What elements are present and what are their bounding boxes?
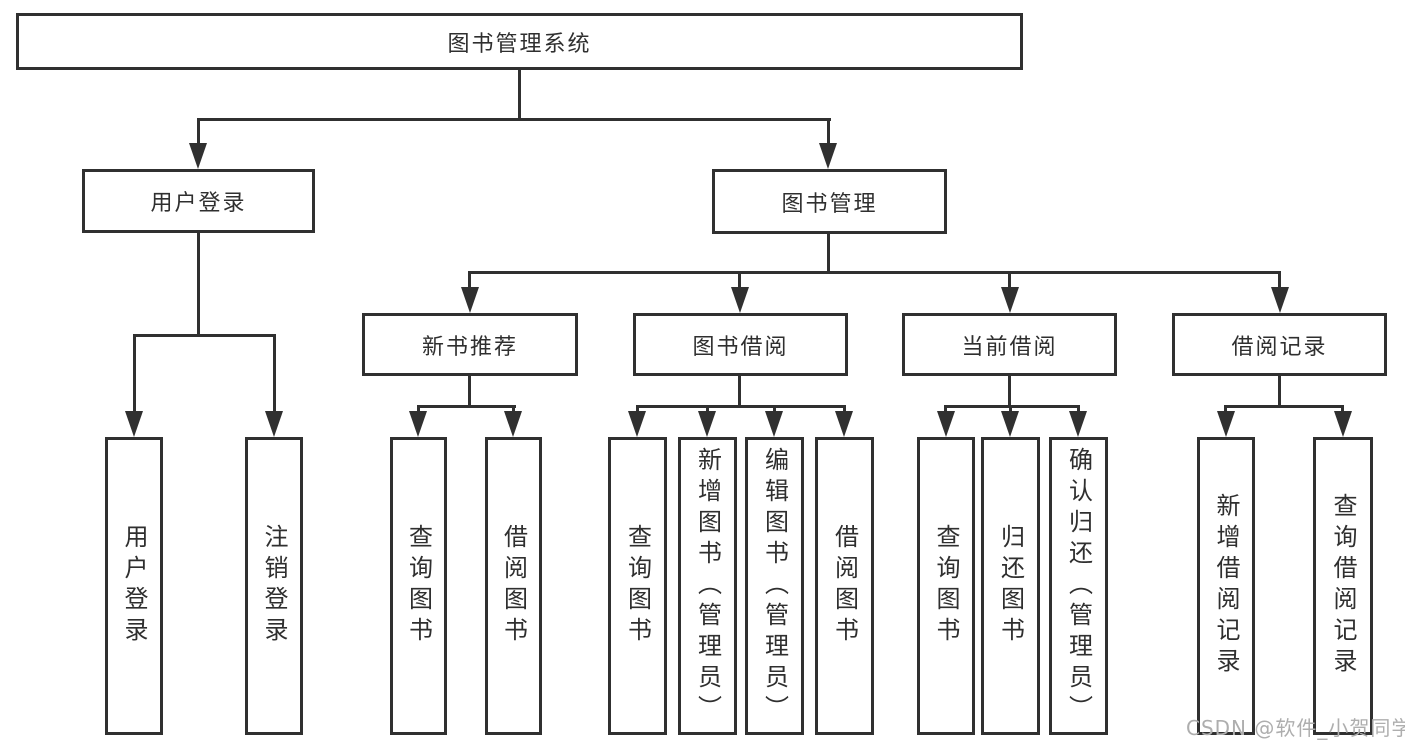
arrowhead-borrow-records-icon bbox=[1271, 287, 1289, 313]
connector-records-stem bbox=[1278, 376, 1281, 408]
connector-to-borrow-records bbox=[1278, 271, 1281, 291]
node-borrow-records: 借阅记录 bbox=[1172, 313, 1387, 376]
leaf-recommend-borrow-books: 借阅图书 bbox=[485, 437, 542, 735]
arrowhead-book-borrow-icon bbox=[731, 287, 749, 313]
arrowhead-borrow-borrow-icon bbox=[835, 411, 853, 437]
arrowhead-new-book-recommend-icon bbox=[461, 287, 479, 313]
arrowhead-leaf-user-login-icon bbox=[125, 411, 143, 437]
node-book-management: 图书管理 bbox=[712, 169, 947, 234]
arrowhead-records-add-icon bbox=[1217, 411, 1235, 437]
connector-to-leaf-logout bbox=[273, 334, 276, 414]
arrowhead-current-borrow-icon bbox=[1001, 287, 1019, 313]
leaf-current-query-books: 查询图书 bbox=[917, 437, 975, 735]
leaf-borrow-borrow-books: 借阅图书 bbox=[815, 437, 874, 735]
leaf-borrow-query-books: 查询图书 bbox=[608, 437, 667, 735]
connector-recommend-stem bbox=[468, 376, 471, 408]
leaf-records-add-record: 新增借阅记录 bbox=[1197, 437, 1255, 735]
connector-book-management-stem bbox=[827, 234, 830, 274]
arrowhead-current-confirm-icon bbox=[1069, 411, 1087, 437]
arrowhead-leaf-logout-icon bbox=[265, 411, 283, 437]
leaf-current-return-books: 归还图书 bbox=[981, 437, 1040, 735]
connector-to-user-login bbox=[197, 118, 200, 150]
connector-borrow-stem bbox=[738, 376, 741, 408]
csdn-watermark: CSDN @软件_小贺同学 bbox=[1186, 716, 1405, 740]
leaf-recommend-query-books: 查询图书 bbox=[390, 437, 447, 735]
connector-to-book-management bbox=[827, 118, 830, 150]
connector-root-hbar bbox=[197, 118, 831, 121]
connector-recommend-hbar bbox=[417, 405, 516, 408]
arrowhead-current-query-icon bbox=[937, 411, 955, 437]
connector-to-new-book-recommend bbox=[468, 271, 471, 291]
connector-borrow-hbar bbox=[636, 405, 846, 408]
arrowhead-recommend-borrow-icon bbox=[504, 411, 522, 437]
arrowhead-user-login-icon bbox=[189, 143, 207, 169]
arrowhead-borrow-query-icon bbox=[628, 411, 646, 437]
leaf-user-login: 用户登录 bbox=[105, 437, 163, 735]
node-current-borrow: 当前借阅 bbox=[902, 313, 1117, 376]
leaf-borrow-edit-books-admin: 编辑图书（管理员） bbox=[745, 437, 804, 735]
arrowhead-borrow-add-icon bbox=[698, 411, 716, 437]
leaf-borrow-add-books-admin: 新增图书（管理员） bbox=[678, 437, 737, 735]
arrowhead-records-query-icon bbox=[1334, 411, 1352, 437]
connector-to-leaf-user-login bbox=[133, 334, 136, 414]
connector-current-stem bbox=[1008, 376, 1011, 408]
arrowhead-recommend-query-icon bbox=[409, 411, 427, 437]
node-root: 图书管理系统 bbox=[16, 13, 1023, 70]
node-user-login: 用户登录 bbox=[82, 169, 315, 233]
connector-root-stem bbox=[518, 69, 521, 121]
connector-records-hbar bbox=[1224, 405, 1344, 408]
connector-to-book-borrow bbox=[738, 271, 741, 291]
arrowhead-borrow-edit-icon bbox=[765, 411, 783, 437]
arrowhead-book-management-icon bbox=[819, 143, 837, 169]
arrowhead-current-return-icon bbox=[1001, 411, 1019, 437]
leaf-records-query-record: 查询借阅记录 bbox=[1313, 437, 1373, 735]
leaf-logout: 注销登录 bbox=[245, 437, 303, 735]
connector-to-current-borrow bbox=[1008, 271, 1011, 291]
connector-book-management-hbar bbox=[469, 271, 1281, 274]
connector-user-login-stem bbox=[197, 233, 200, 337]
leaf-current-confirm-return-admin: 确认归还（管理员） bbox=[1049, 437, 1108, 735]
node-book-borrow: 图书借阅 bbox=[633, 313, 848, 376]
node-new-book-recommend: 新书推荐 bbox=[362, 313, 578, 376]
connector-user-login-hbar bbox=[133, 334, 276, 337]
